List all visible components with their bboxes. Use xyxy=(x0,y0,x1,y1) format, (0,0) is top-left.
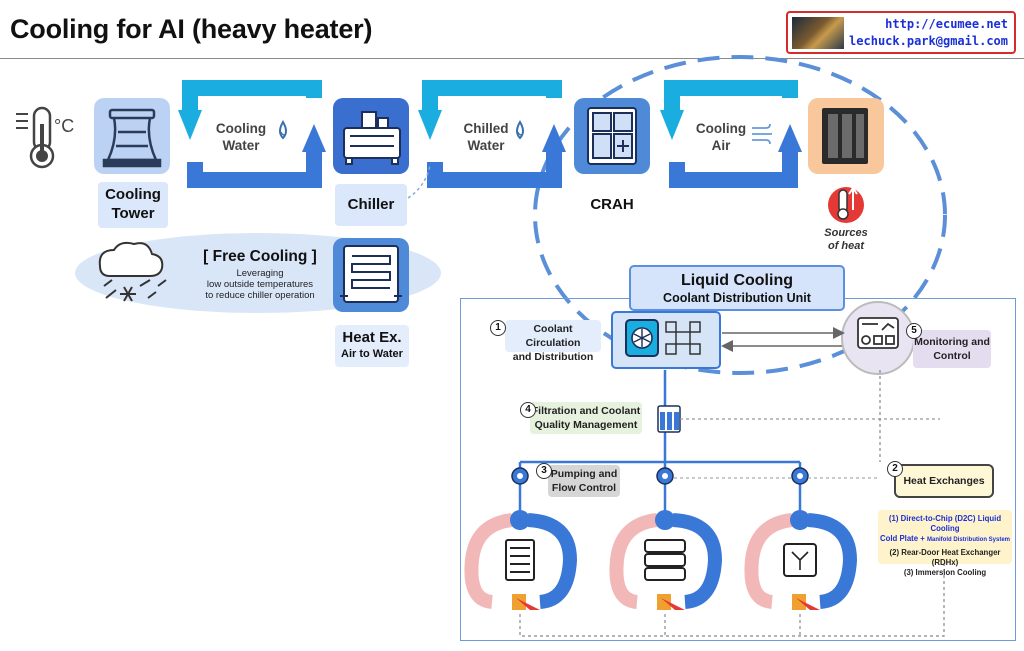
pump-icon xyxy=(656,467,674,485)
water-drop-icon xyxy=(516,120,524,140)
step4-number: 4 xyxy=(520,402,536,418)
step-filtration: Filtration and Coolant Quality Managemen… xyxy=(530,402,642,434)
cooling-water-line2: Water xyxy=(222,138,260,153)
crah-label: CRAH xyxy=(575,184,649,226)
rack-cooling-loop-3 xyxy=(744,510,858,610)
heat-exchanger-icon xyxy=(340,245,402,303)
cooling-air-loop xyxy=(660,80,802,188)
liquid-cooling-scope-ellipse xyxy=(533,55,947,375)
header-divider xyxy=(0,58,1024,59)
cooling-tower-label-line1: Cooling xyxy=(105,186,161,203)
rack-cooling-loop-2 xyxy=(609,510,723,610)
step4-line2: Quality Management xyxy=(534,419,638,431)
step-coolant-circulation: Coolant Circulation and Distribution xyxy=(505,320,601,363)
svg-text:°C: °C xyxy=(54,116,74,136)
chilled-water-label: Chilled Water xyxy=(455,120,517,154)
heat-ex-line2: Air to Water xyxy=(341,348,403,360)
he-type3: (3) Immersion Cooling xyxy=(903,568,987,577)
server-rack-icon xyxy=(822,108,868,164)
sources-line1: Sources xyxy=(824,227,868,239)
liquid-cooling-title: Liquid Cooling xyxy=(681,272,793,289)
cooling-water-label: Cooling Water xyxy=(210,120,272,154)
pump-icon xyxy=(791,467,809,485)
heat-ex-label: Heat Ex. Air to Water xyxy=(335,325,409,367)
liquid-cooling-header: Liquid Cooling Coolant Distribution Unit xyxy=(629,265,845,311)
step5-line1: Monitoring and xyxy=(914,336,990,348)
air-flow-icon xyxy=(752,123,772,145)
cooling-tower-label-line2: Tower xyxy=(111,205,155,222)
step3-line2: Flow Control xyxy=(551,482,617,494)
step-pumping: Pumping and Flow Control xyxy=(548,465,620,497)
cooling-tower-icon xyxy=(102,108,162,168)
contact-email[interactable]: lechuck.park@gmail.com xyxy=(849,34,1008,48)
cooling-water-loop xyxy=(178,80,326,188)
he-type1c: Manifold Distribution System xyxy=(927,537,1011,543)
step3-line1: Pumping and xyxy=(550,468,618,480)
contact-url[interactable]: http://ecumee.net xyxy=(885,17,1008,31)
cooling-air-line2: Air xyxy=(711,138,731,153)
chiller-icon xyxy=(343,111,401,165)
rack-cooling-loop-1 xyxy=(464,510,578,610)
liquid-cooling-subtitle: Coolant Distribution Unit xyxy=(663,291,811,305)
sources-line2: of heat xyxy=(827,240,865,252)
cooling-water-line1: Cooling xyxy=(215,121,267,136)
free-cooling-block: [ Free Cooling ] Leveraging low outside … xyxy=(180,248,340,301)
chiller-label: Chiller xyxy=(335,184,407,226)
step1-number: 1 xyxy=(490,320,506,336)
step5-number: 5 xyxy=(906,323,922,339)
step-heat-exchanges: Heat Exchanges xyxy=(894,464,994,498)
step1-line2: and Distribution xyxy=(512,351,594,363)
free-cooling-line3: to reduce chiller operation xyxy=(205,290,315,301)
step4-line1: Filtration and Coolant xyxy=(531,405,641,417)
sources-of-heat-label: Sources of heat xyxy=(808,227,884,253)
cooling-tower-label: Cooling Tower xyxy=(98,182,168,228)
author-thumbnail xyxy=(792,17,844,49)
step3-number: 3 xyxy=(536,463,552,479)
water-drop-icon xyxy=(279,120,287,140)
heat-exchange-types: (1) Direct-to-Chip (D2C) Liquid Cooling … xyxy=(878,510,1012,577)
he-type1b: Cold Plate + xyxy=(879,534,927,543)
chilled-water-line2: Water xyxy=(467,138,505,153)
free-cooling-title: [ Free Cooling ] xyxy=(203,248,317,265)
he-type2: (2) Rear-Door Heat Exchanger (RDHx) xyxy=(889,548,1001,567)
chilled-water-line1: Chilled xyxy=(463,121,509,136)
heat-source-icon xyxy=(828,186,864,223)
thermometer-icon: °C xyxy=(16,106,74,169)
step-monitoring: Monitoring and Control xyxy=(913,330,991,368)
step2-number: 2 xyxy=(887,461,903,477)
step5-line2: Control xyxy=(933,350,971,362)
free-cooling-line2: low outside temperatures xyxy=(206,279,314,290)
heat-ex-line1: Heat Ex. xyxy=(342,329,402,346)
contact-box: http://ecumee.net lechuck.park@gmail.com xyxy=(786,11,1016,54)
chilled-water-loop xyxy=(418,80,566,188)
step1-line1: Coolant Circulation xyxy=(525,323,581,349)
crah-icon xyxy=(587,107,637,165)
free-cooling-line1: Leveraging xyxy=(236,268,284,279)
pump-icon xyxy=(511,467,529,485)
cdu-icon xyxy=(625,319,701,357)
cooling-air-line1: Cooling xyxy=(695,121,747,136)
snow-cloud-icon xyxy=(98,241,167,302)
page-title: Cooling for AI (heavy heater) xyxy=(10,14,373,44)
he-type1a: (1) Direct-to-Chip (D2C) Liquid Cooling xyxy=(888,514,1002,533)
chiller-bypass-dashed xyxy=(407,164,431,199)
cooling-air-label: Cooling Air xyxy=(690,120,752,154)
dashboard-icon xyxy=(857,317,899,349)
